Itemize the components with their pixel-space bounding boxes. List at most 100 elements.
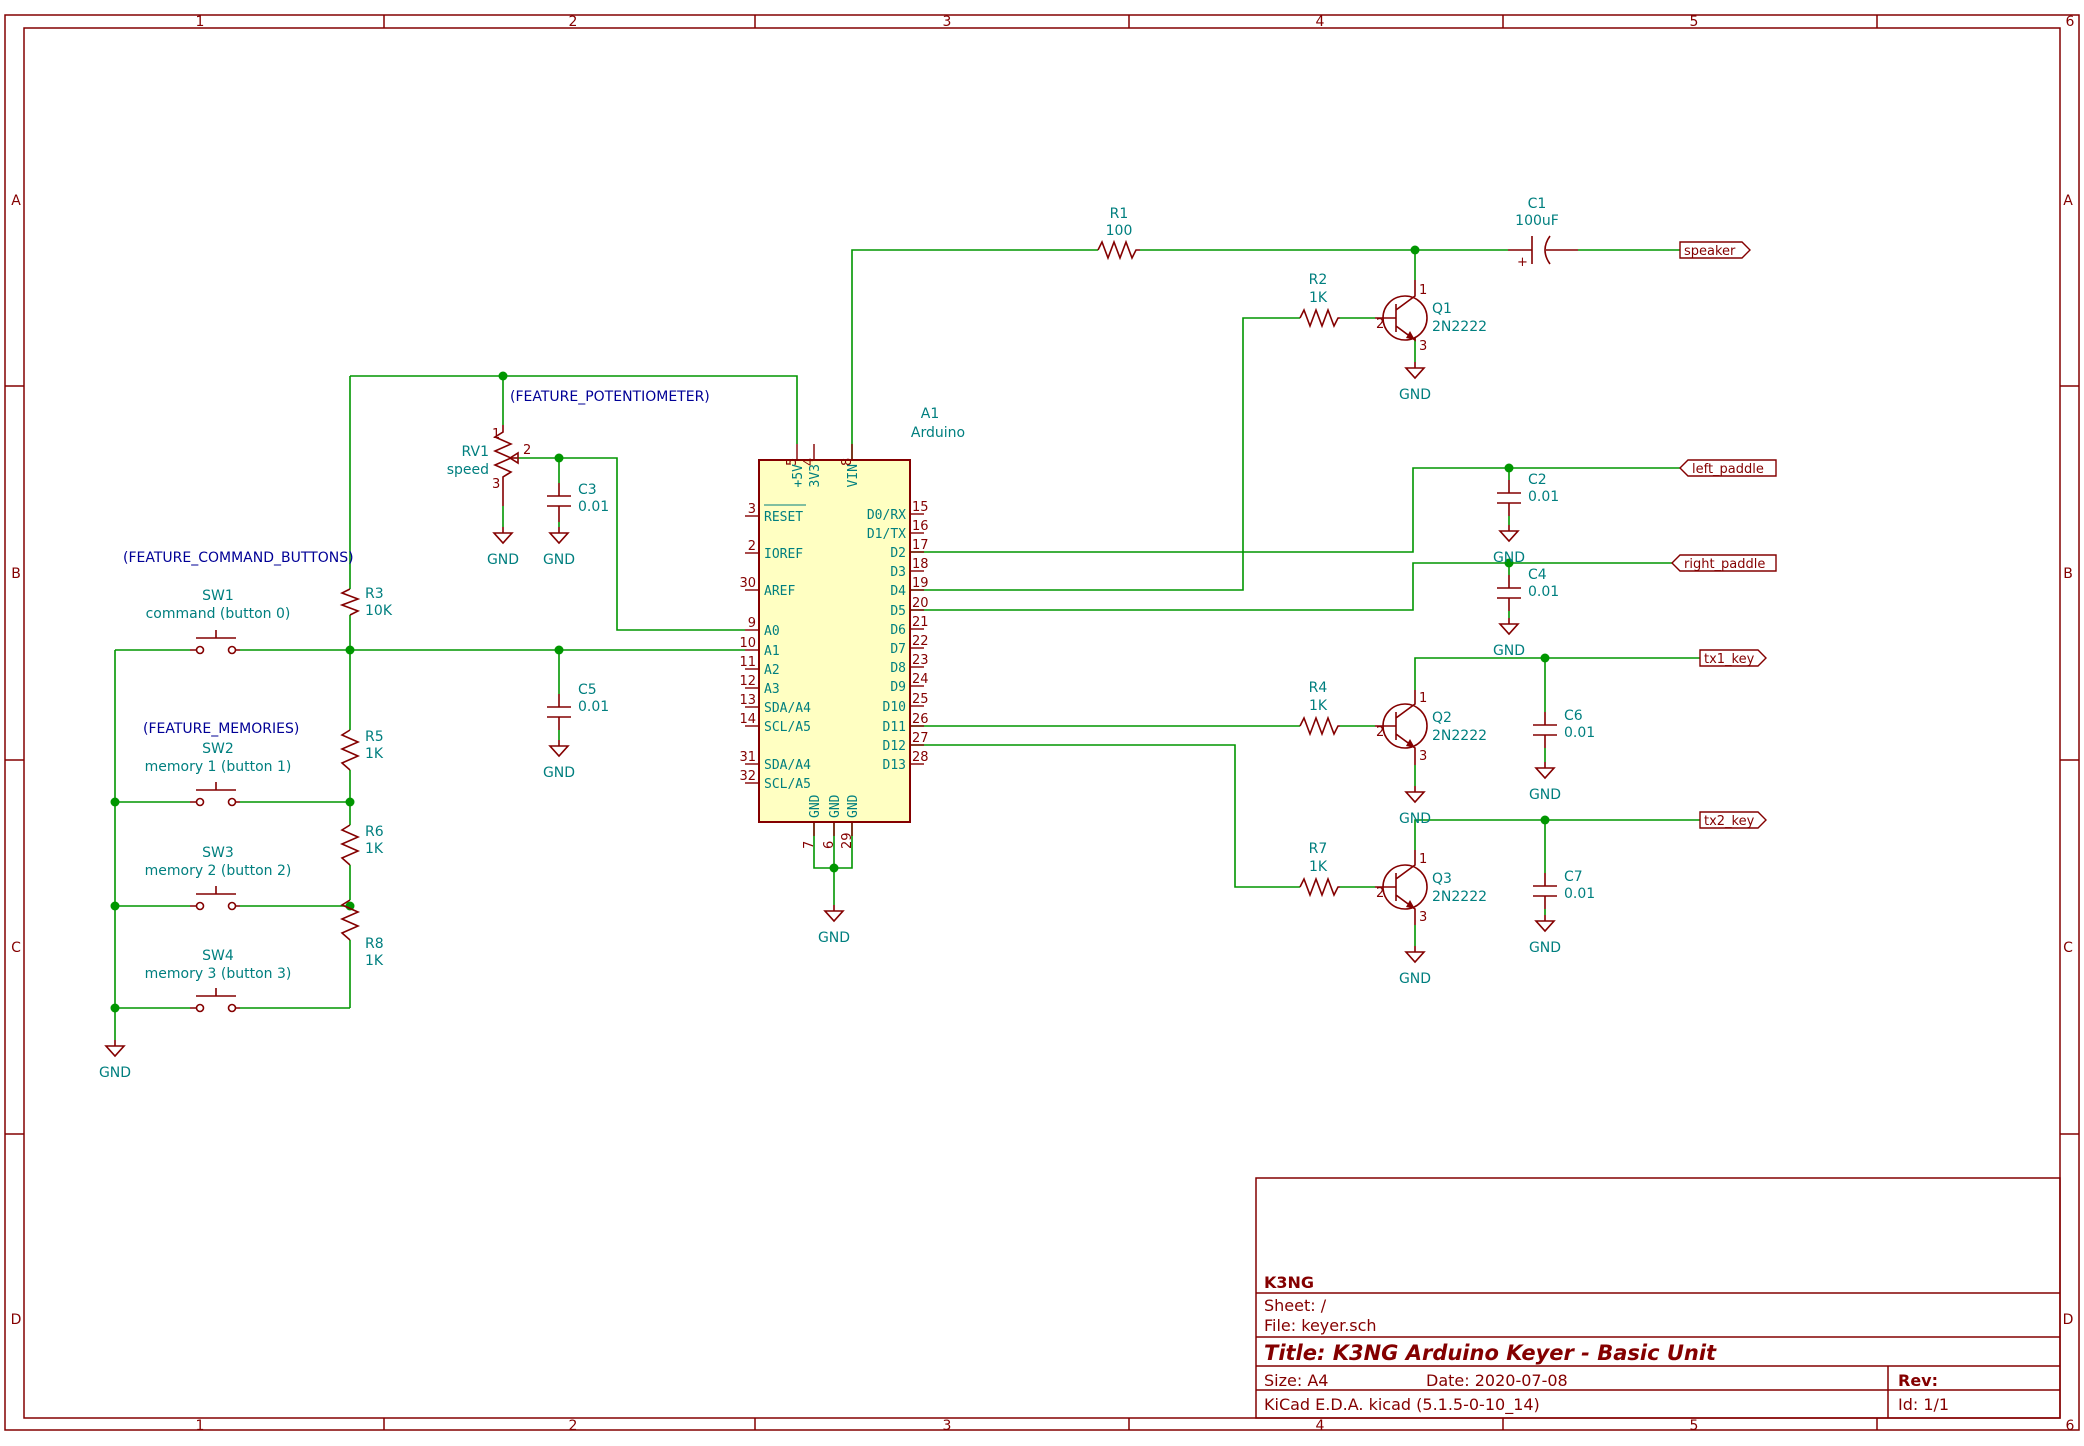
potentiometer-rv1[interactable]: 1 2 3 RV1 speed	[447, 425, 532, 506]
capacitor-c6[interactable]: C6 0.01	[1533, 708, 1595, 748]
q2-pin-c: 1	[1419, 691, 1427, 706]
resistor-r7[interactable]: R7 1K	[1299, 841, 1340, 898]
q2-pin-e: 3	[1419, 749, 1427, 764]
r1-value: 100	[1106, 223, 1133, 239]
title-block-date: Date: 2020-07-08	[1426, 1371, 1568, 1390]
a1-pin-number: 14	[739, 712, 756, 727]
junction	[110, 1003, 120, 1013]
resistor-r2[interactable]: R2 1K	[1299, 272, 1340, 329]
a1-pin-number: 10	[739, 636, 756, 651]
switch-sw4[interactable]: SW4 memory 3 (button 3)	[145, 948, 292, 1013]
gnd-label: GND	[1399, 971, 1431, 987]
resistor-r3[interactable]: R3 10K	[339, 586, 393, 619]
switch-sw3[interactable]: SW3 memory 2 (button 2)	[145, 845, 292, 911]
resistor-r1[interactable]: R1 100	[1097, 206, 1140, 261]
a1-pin-number: 2	[748, 539, 756, 554]
junction	[1504, 463, 1514, 473]
c1-ref: C1	[1528, 196, 1547, 212]
transistor-q3[interactable]: 1 2 3 Q3 2N2222	[1375, 850, 1487, 925]
a1-pin-number: 21	[912, 615, 929, 630]
junction	[110, 797, 120, 807]
junction	[829, 863, 839, 873]
capacitor-c4[interactable]: C4 0.01	[1497, 567, 1559, 611]
a1-pin-number: 12	[739, 674, 756, 689]
title-block-sheet: Sheet: /	[1264, 1296, 1327, 1315]
r6-ref: R6	[365, 824, 384, 840]
capacitor-c3[interactable]: C3 0.01	[547, 482, 609, 522]
capacitor-c2[interactable]: C2 0.01	[1497, 472, 1559, 516]
note-feature-potentiometer: (FEATURE_POTENTIOMETER)	[510, 389, 710, 405]
a1-pin-number: 13	[739, 693, 756, 708]
ground-symbol: GND	[487, 527, 519, 568]
row-label-left: A	[11, 193, 21, 209]
r4-value: 1K	[1309, 698, 1328, 714]
row-label-left: B	[11, 566, 21, 582]
column-label-bottom: 2	[569, 1418, 578, 1434]
capacitor-c5[interactable]: C5 0.01	[547, 682, 609, 730]
c7-value: 0.01	[1564, 886, 1595, 902]
junction	[1504, 558, 1514, 568]
gnd-label: GND	[543, 765, 575, 781]
a1-pin-number: 20	[912, 596, 929, 611]
q1-pin-c: 1	[1419, 283, 1427, 298]
a1-pin-number: 32	[739, 769, 756, 784]
a1-pin-number: 24	[912, 672, 929, 687]
gnd-label: GND	[1399, 387, 1431, 403]
a1-pin-number: 5	[785, 458, 800, 466]
a1-pin-name: D11	[883, 720, 906, 735]
label-tx1-key: tx1_key	[1699, 649, 1767, 667]
a1-pin-name: D7	[890, 642, 906, 657]
a1-pin-name: A3	[764, 682, 780, 697]
a1-pin-number: 16	[912, 519, 929, 534]
c3-value: 0.01	[578, 499, 609, 515]
junction	[498, 371, 508, 381]
q3-pin-b: 2	[1376, 886, 1384, 901]
column-label-top: 5	[1690, 14, 1699, 30]
title-block-id: Id: 1/1	[1898, 1395, 1949, 1414]
resistor-r4[interactable]: R4 1K	[1299, 680, 1340, 737]
transistor-q1[interactable]: 1 2 3 Q1 2N2222	[1375, 280, 1487, 354]
c1-value: 100uF	[1515, 213, 1559, 229]
a1-pin-number: 23	[912, 653, 929, 668]
column-label-top: 2	[569, 14, 578, 30]
c3-ref: C3	[578, 482, 597, 498]
transistor-q2[interactable]: 1 2 3 Q2 2N2222	[1375, 690, 1487, 765]
column-label-bottom: 3	[943, 1418, 952, 1434]
a1-pin-number: 31	[739, 750, 756, 765]
capacitor-c7[interactable]: C7 0.01	[1533, 869, 1595, 909]
c4-ref: C4	[1528, 567, 1547, 583]
c5-ref: C5	[578, 682, 597, 698]
junction	[1410, 245, 1420, 255]
ground-symbol: GND	[1529, 915, 1561, 956]
a1-pin-number: 19	[912, 576, 929, 591]
a1-pin-number: 27	[912, 731, 929, 746]
switch-sw2[interactable]: SW2 memory 1 (button 1)	[145, 741, 292, 807]
c6-value: 0.01	[1564, 725, 1595, 741]
capacitor-c1[interactable]: + C1 100uF	[1508, 196, 1578, 270]
arduino-a1[interactable]: RESET3IOREF2AREF30A09A110A211A312SDA/A41…	[739, 406, 965, 849]
junction	[345, 797, 355, 807]
label-text: right_paddle	[1684, 557, 1765, 572]
rv1-pin1: 1	[492, 427, 500, 442]
r1-ref: R1	[1110, 206, 1129, 222]
rv1-value: speed	[447, 462, 489, 478]
a1-pin-number: 4	[802, 458, 817, 466]
column-label-bottom: 6	[2066, 1418, 2075, 1434]
q3-value: 2N2222	[1432, 889, 1487, 905]
resistor-r8[interactable]: R8 1K	[340, 899, 384, 969]
a1-pin-name: D5	[890, 604, 906, 619]
note-feature-command-buttons: (FEATURE_COMMAND_BUTTONS)	[123, 550, 354, 566]
switch-sw1[interactable]: SW1 command (button 0)	[146, 588, 291, 655]
gnd-label: GND	[99, 1065, 131, 1081]
a1-pin-name: SDA/A4	[764, 701, 811, 716]
resistor-r6[interactable]: R6 1K	[340, 824, 384, 866]
a1-pin-name: D6	[890, 623, 906, 638]
sw2-ref: SW2	[202, 741, 234, 757]
r4-ref: R4	[1309, 680, 1328, 696]
ground-symbol: GND	[1399, 946, 1431, 987]
a1-value: Arduino	[911, 425, 965, 441]
gnd-label: GND	[543, 552, 575, 568]
c2-value: 0.01	[1528, 489, 1559, 505]
resistor-r5[interactable]: R5 1K	[340, 729, 384, 771]
